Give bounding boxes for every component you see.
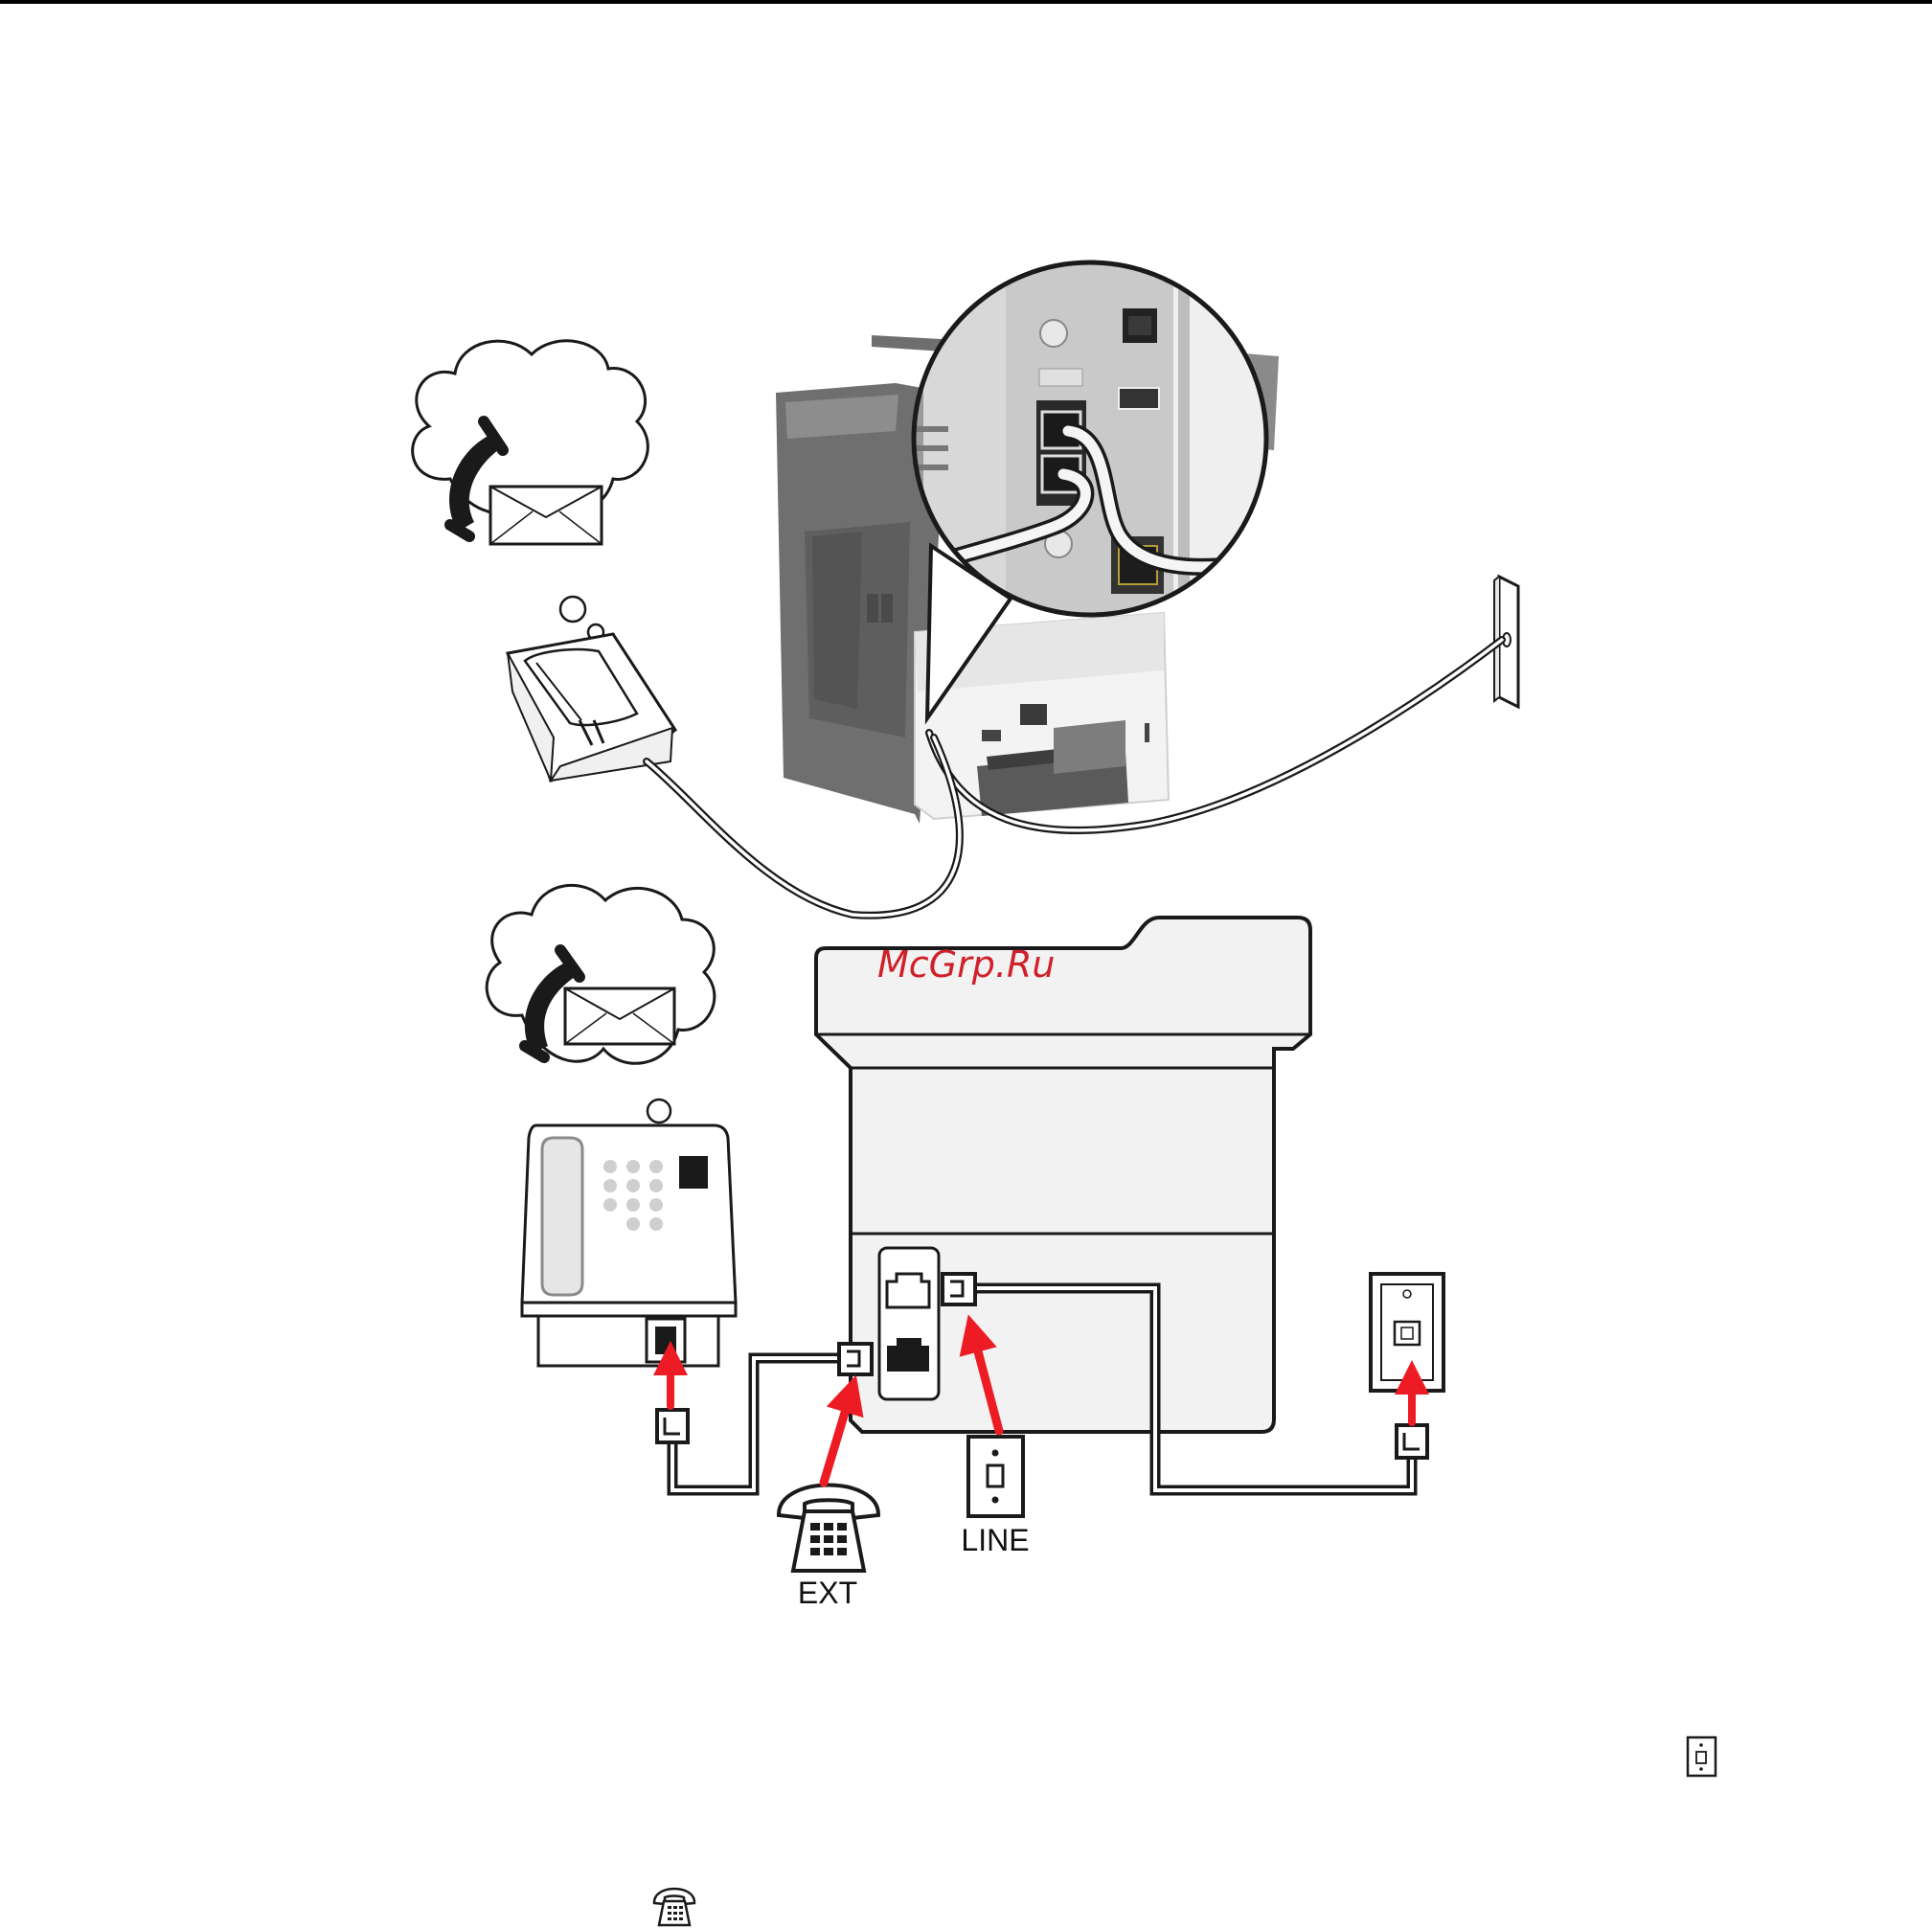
line-label: LINE <box>961 1523 1029 1557</box>
rj11-plug <box>943 1274 975 1304</box>
rj11-plug <box>657 1410 688 1442</box>
page-top-rule <box>0 0 1932 4</box>
telephone-icon <box>779 1486 878 1572</box>
fax-thought-bubble-icon <box>413 341 648 544</box>
fax-machine-icon <box>522 1125 736 1366</box>
wall-jack-icon <box>1371 1274 1443 1391</box>
line-jack-icon <box>968 1437 1023 1516</box>
rj11-plug <box>1397 1425 1427 1458</box>
wall-jack-icon <box>1688 1737 1716 1776</box>
ext-label: EXT <box>798 1576 857 1610</box>
thought-bubble-dot <box>648 1100 671 1123</box>
watermark: McGrp.Ru <box>877 943 1055 986</box>
telephone-icon <box>654 1889 694 1925</box>
connection-arrow <box>824 1394 851 1483</box>
answering-machine-icon <box>508 634 675 781</box>
thought-bubble-dot <box>560 597 585 622</box>
fax-thought-bubble-icon <box>487 885 715 1063</box>
rj11-plug <box>839 1344 872 1374</box>
printer-schematic <box>816 918 1310 1432</box>
